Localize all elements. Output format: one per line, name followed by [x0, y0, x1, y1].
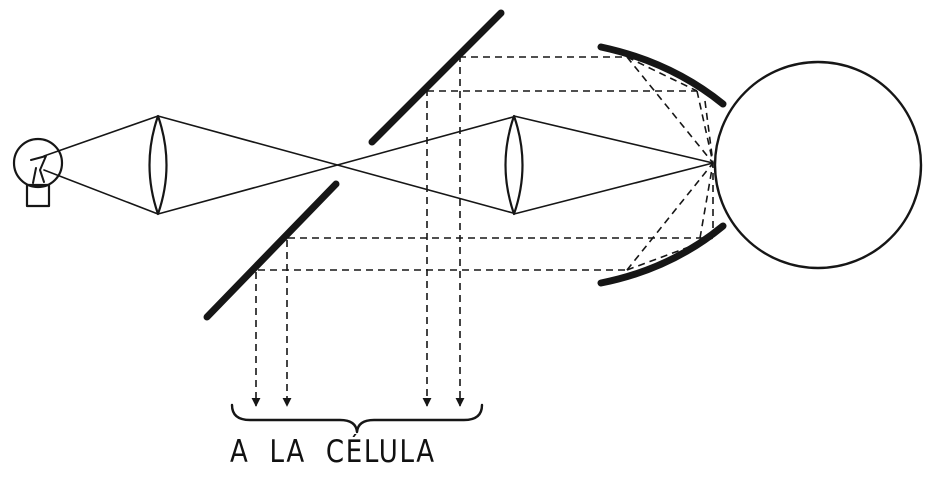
upper-reflector — [597, 43, 727, 108]
lower-mirror — [203, 180, 340, 321]
crossing-rays — [157, 115, 514, 215]
upper-reflected-paths — [427, 56, 714, 164]
paths-to-cell — [251, 55, 465, 407]
grouping-brace — [230, 403, 484, 434]
cell-caption: A LA CÉLULA — [230, 434, 436, 470]
lamp-icon — [12, 137, 64, 208]
lamp-rays — [43, 115, 159, 215]
condenser-lens — [148, 114, 168, 216]
lower-reflected-paths — [258, 162, 714, 271]
objective-lens — [504, 114, 524, 216]
lower-reflector — [597, 222, 727, 287]
eye-rays — [513, 115, 714, 215]
eyeball — [713, 60, 923, 270]
upper-mirror — [368, 9, 505, 146]
